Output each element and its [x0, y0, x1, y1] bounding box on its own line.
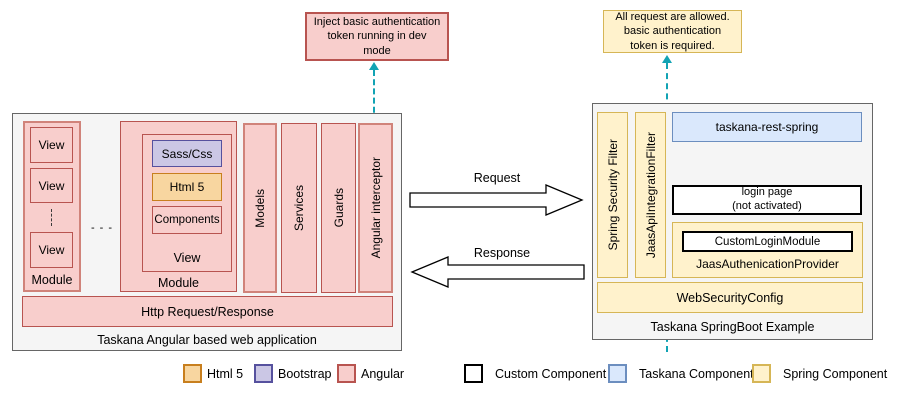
dashed-arrowhead-left: [369, 62, 379, 70]
legend-swatch-taskana-component: [608, 364, 627, 383]
legend-label-spring-component: Spring Component: [783, 366, 888, 381]
response-arrow: [410, 256, 585, 288]
legend-swatch-angular: [337, 364, 356, 383]
components-box: Components: [152, 206, 222, 234]
jaas-api-integration-filter-column: JaasApiIntegrationFilter: [635, 112, 666, 278]
column-angular-interceptor: Angular interceptor: [358, 123, 393, 293]
vertical-ellipsis: [51, 209, 52, 226]
legend-label-html5: Html 5: [207, 366, 244, 381]
module-separator-dashes: - - -: [90, 222, 114, 234]
legend-item-spring-component: Spring Component: [752, 364, 887, 383]
legend-item-html5: Html 5: [183, 364, 243, 383]
legend-swatch-spring-component: [752, 364, 771, 383]
response-label: Response: [473, 246, 531, 260]
column-angular-interceptor-label: Angular interceptor: [368, 157, 383, 259]
legend-item-angular: Angular: [337, 364, 404, 383]
legend-label-bootstrap: Bootstrap: [278, 366, 332, 381]
taskana-rest-spring-bar: taskana-rest-spring: [672, 112, 862, 142]
html5-box: Html 5: [152, 173, 222, 201]
request-label: Request: [473, 171, 521, 185]
login-page-box: login page (not activated): [672, 185, 862, 215]
column-models-label: Models: [253, 188, 267, 228]
dashed-arrowhead-right: [662, 55, 672, 63]
dashed-arrow-left: [373, 70, 375, 122]
module-label: Module: [158, 276, 199, 290]
view-box: View: [30, 127, 73, 163]
column-guards: Guards: [321, 123, 356, 293]
legend-swatch-bootstrap: [254, 364, 273, 383]
http-request-response-bar: Http Request/Response: [22, 296, 393, 327]
jaas-authentication-provider-label: JaasAuthenicationProvider: [696, 257, 839, 271]
springboot-caption: Taskana SpringBoot Example: [650, 320, 815, 334]
view-box: View: [30, 168, 73, 203]
request-arrow: [409, 184, 584, 216]
column-services: Services: [281, 123, 317, 293]
spring-security-filter-label: Spring Security Filter: [605, 139, 620, 251]
column-guards-label: Guards: [331, 188, 346, 228]
custom-login-module-box: CustomLoginModule: [682, 231, 853, 252]
sass-css-box: Sass/Css: [152, 140, 222, 167]
view-group-label: View: [173, 251, 201, 265]
column-services-label: Services: [292, 184, 306, 231]
web-security-config-bar: WebSecurityConfig: [597, 282, 863, 313]
legend-swatch-custom-component: [464, 364, 483, 383]
column-models: Models: [243, 123, 277, 293]
spring-security-filter-column: Spring Security Filter: [597, 112, 628, 278]
legend-item-custom-component: Custom Component: [464, 364, 606, 383]
legend-label-taskana-component: Taskana Component: [639, 366, 754, 381]
view-box: View: [30, 232, 73, 268]
legend-item-bootstrap: Bootstrap: [254, 364, 332, 383]
legend-label-custom-component: Custom Component: [495, 366, 607, 381]
jaas-api-integration-filter-label: JaasApiIntegrationFilter: [643, 131, 658, 259]
angular-app-caption: Taskana Angular based web application: [97, 333, 317, 347]
module-label: Module: [31, 273, 73, 287]
dev-mode-note: Inject basic authentication token runnin…: [305, 12, 449, 61]
legend-item-taskana-component: Taskana Component: [608, 364, 754, 383]
legend-swatch-html5: [183, 364, 202, 383]
auth-required-note: All request are allowed. basic authentic…: [603, 10, 742, 53]
legend-label-angular: Angular: [361, 366, 405, 381]
